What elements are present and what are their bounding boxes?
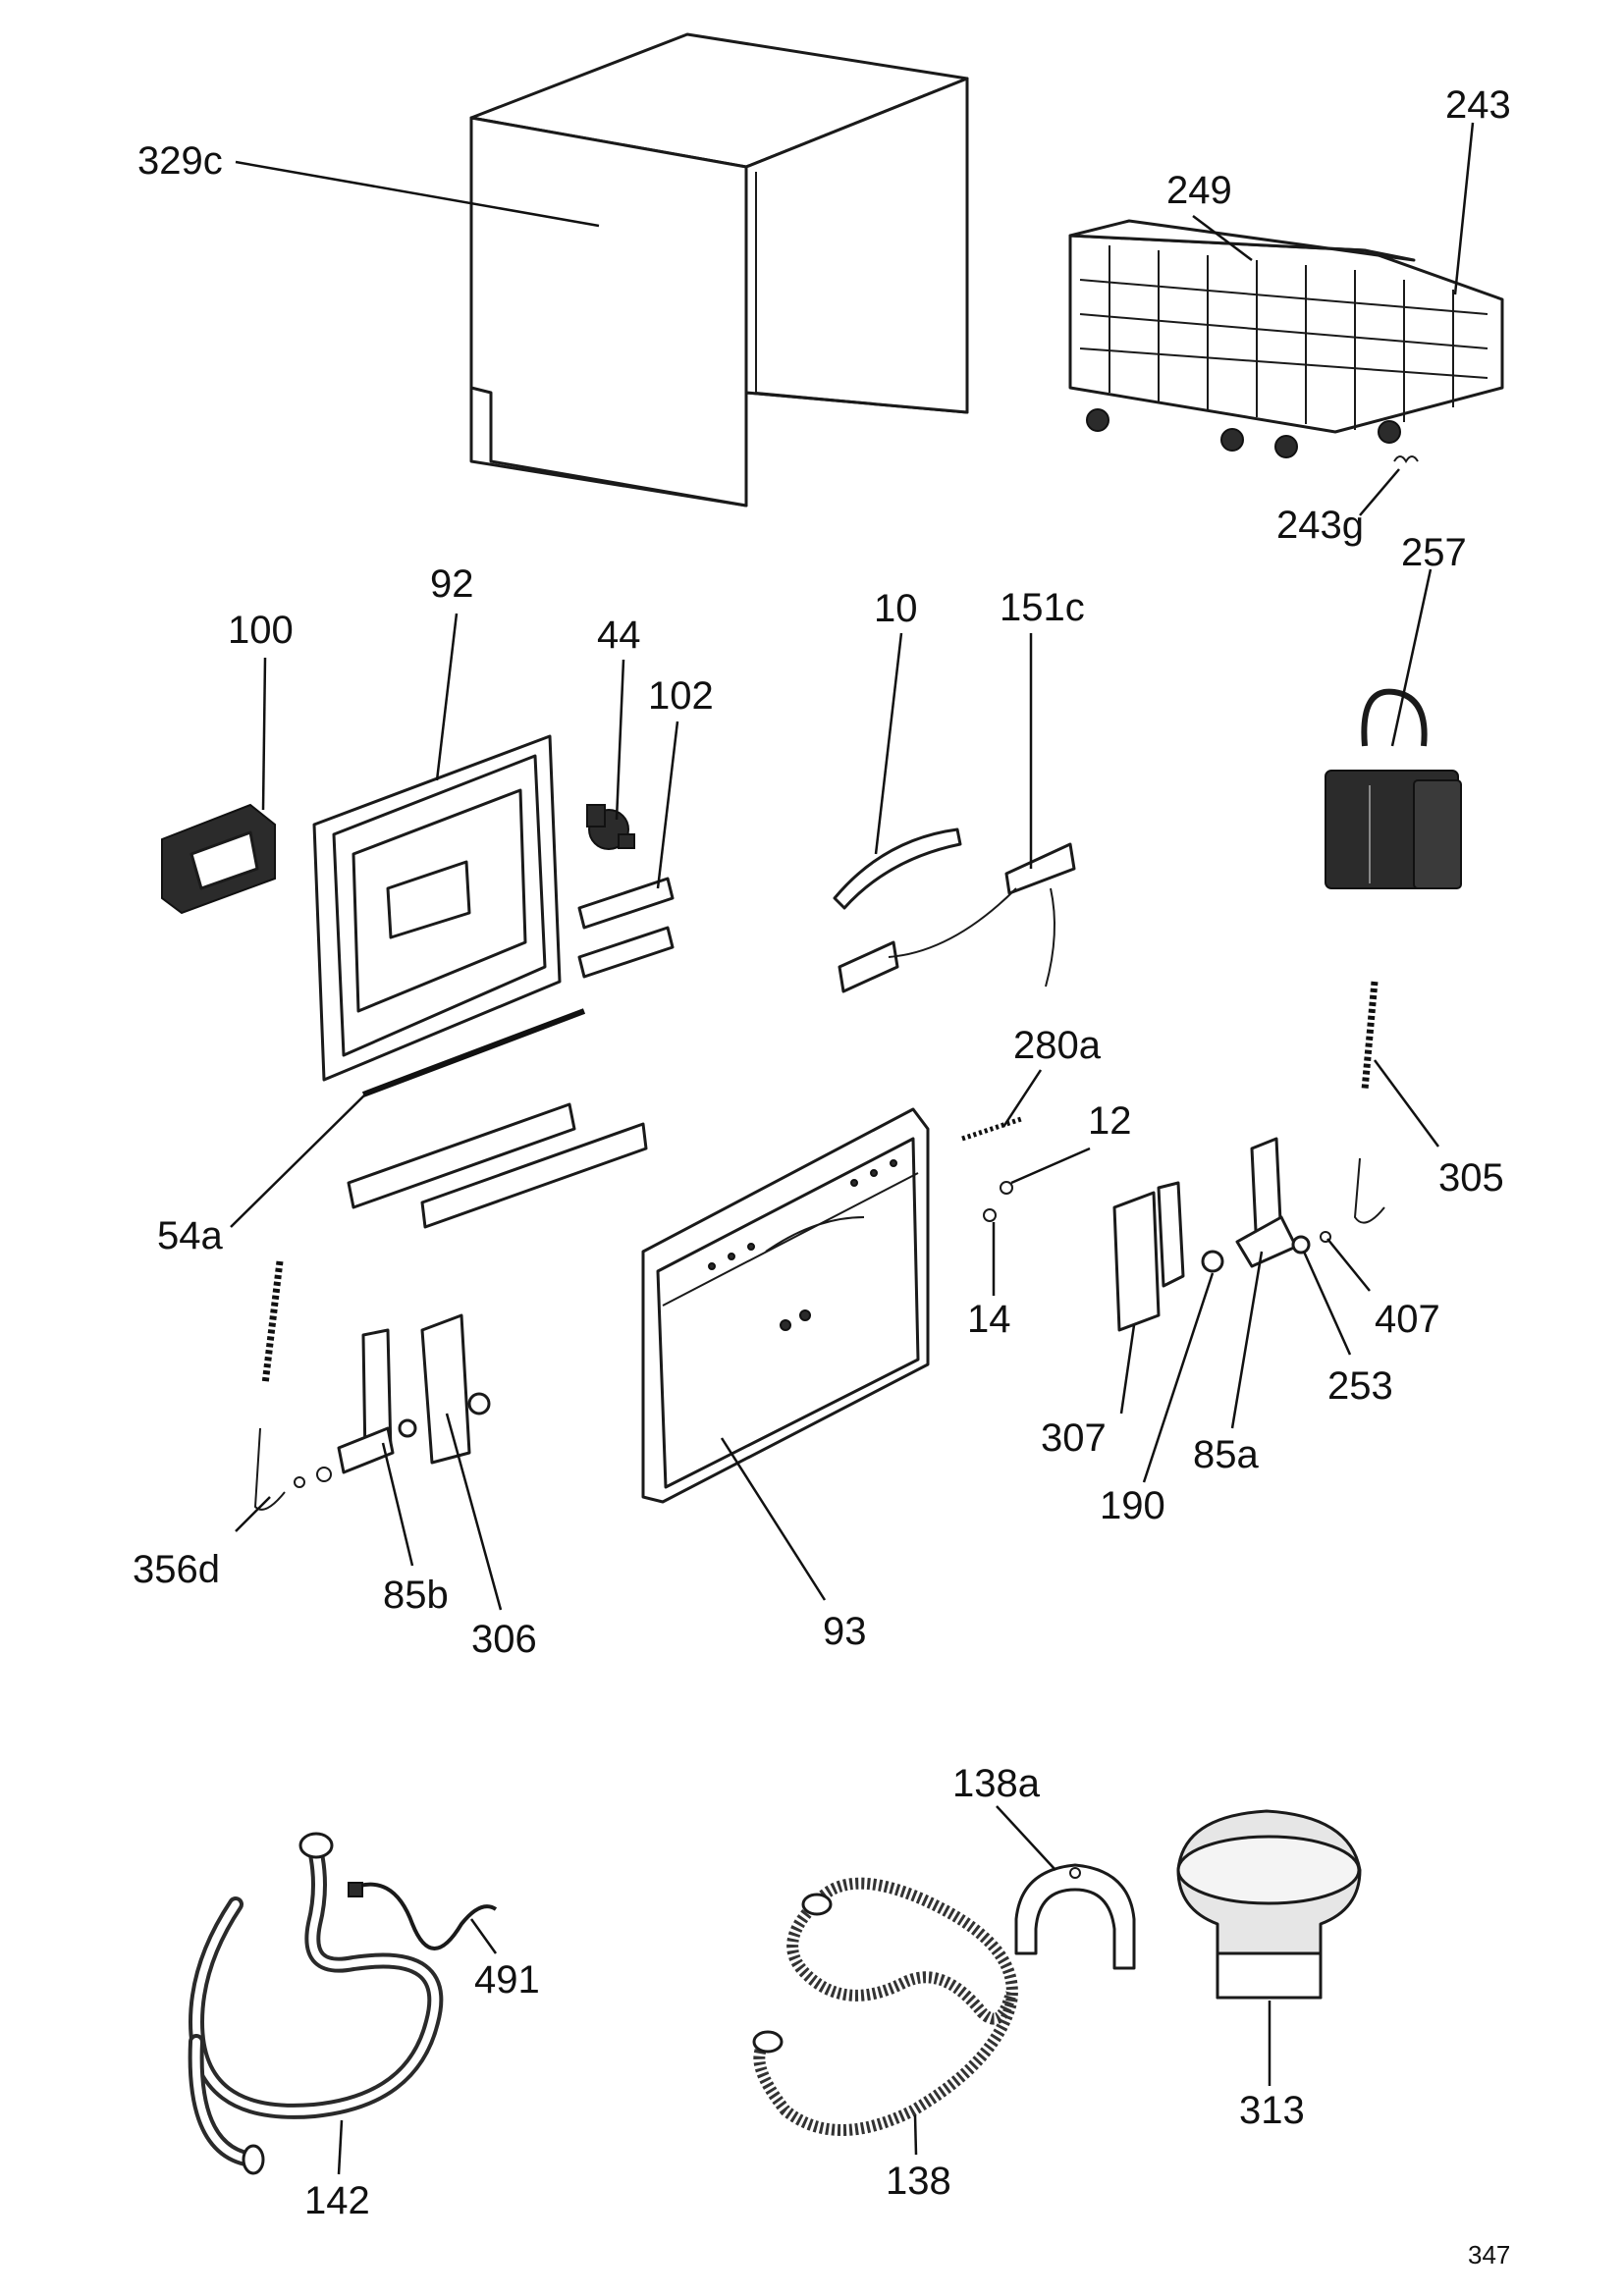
dish-basket-part [1068, 219, 1504, 458]
label-243: 243 [1445, 83, 1511, 127]
label-102: 102 [648, 674, 714, 718]
hose-bracket-part [1014, 1863, 1136, 1970]
label-249: 249 [1166, 169, 1232, 212]
label-243g: 243g [1276, 504, 1364, 547]
door-handle-part [833, 828, 962, 910]
outer-door-part [641, 1107, 930, 1504]
callout-labels: 329c 243 249 243g 257 92 100 44 102 10 1… [133, 83, 1511, 2269]
label-44: 44 [597, 614, 641, 657]
inner-door-part [312, 734, 562, 1082]
gasket-strip-part [361, 1008, 586, 1097]
leader-lines [230, 122, 1475, 2175]
label-307: 307 [1041, 1416, 1107, 1460]
label-257: 257 [1401, 531, 1467, 574]
dispenser-part [161, 803, 276, 915]
label-92: 92 [430, 562, 474, 606]
label-85a: 85a [1193, 1433, 1259, 1476]
cutlery-basket-part [1325, 688, 1462, 889]
drain-hose-part [188, 1832, 444, 2175]
label-305: 305 [1438, 1156, 1504, 1200]
label-491: 491 [474, 1958, 540, 2002]
label-280a: 280a [1013, 1024, 1102, 1067]
funnel-part [1176, 1809, 1362, 2000]
page-number: 347 [1468, 2240, 1510, 2269]
switch-part [838, 842, 1076, 993]
label-253: 253 [1327, 1364, 1393, 1408]
label-10: 10 [874, 587, 918, 630]
label-151c: 151c [1000, 586, 1085, 629]
label-138: 138 [886, 2160, 951, 2203]
label-306: 306 [471, 1618, 537, 1661]
label-190: 190 [1100, 1484, 1165, 1527]
label-329c: 329c [137, 139, 223, 183]
label-142: 142 [304, 2179, 370, 2222]
power-cable-part [348, 1882, 498, 1950]
basket-clip-part [1393, 455, 1419, 463]
label-313: 313 [1239, 2089, 1305, 2132]
label-93: 93 [823, 1610, 867, 1653]
right-hinge-assembly [1112, 981, 1385, 1332]
inlet-hose-part [752, 1877, 1018, 2136]
spring-small-part [961, 1116, 1022, 1142]
label-14: 14 [967, 1298, 1011, 1341]
label-138a: 138a [952, 1762, 1041, 1805]
label-407: 407 [1375, 1298, 1440, 1341]
label-356d: 356d [133, 1548, 220, 1591]
valve-part [586, 804, 635, 850]
label-54a: 54a [157, 1214, 223, 1257]
label-85b: 85b [383, 1574, 449, 1617]
label-12: 12 [1088, 1099, 1132, 1143]
bracket-part [577, 877, 675, 979]
pin-parts [983, 1181, 1013, 1222]
left-hinge-assembly [253, 1260, 491, 1511]
label-100: 100 [228, 609, 294, 652]
trim-strips-part [347, 1102, 648, 1229]
cabinet-part [469, 32, 969, 507]
